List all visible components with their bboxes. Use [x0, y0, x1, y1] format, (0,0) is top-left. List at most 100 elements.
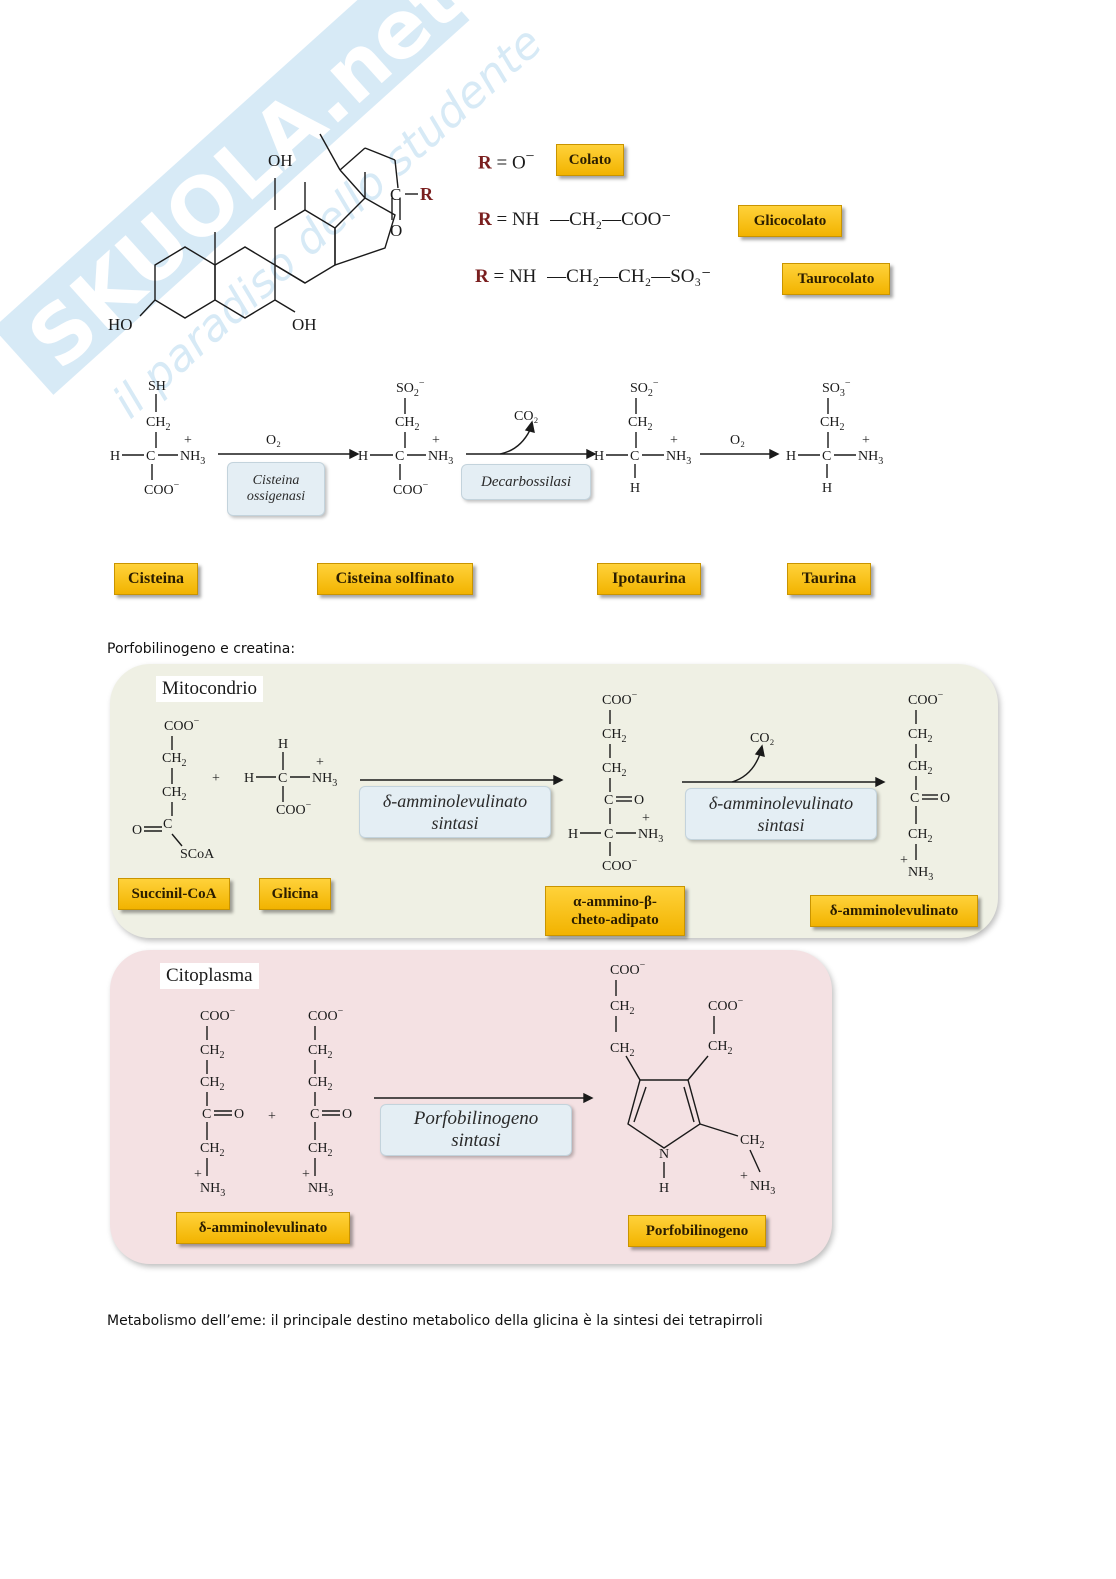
- enzyme-line2: sintasi: [757, 815, 805, 835]
- co2-label: CO₂: [514, 409, 538, 424]
- svg-text:CH2: CH2: [628, 415, 652, 433]
- tag-succinil-coa: Succinil-CoA: [118, 878, 230, 910]
- enzyme-cisteina-ossigenasi: Cisteina ossigenasi: [227, 462, 325, 516]
- svg-text:C: C: [278, 771, 287, 786]
- svg-text:C: C: [202, 1107, 211, 1122]
- enzyme-porfobilinogeno-sintasi: Porfobilinogeno sintasi: [380, 1104, 572, 1156]
- plus-sign: +: [268, 1109, 276, 1124]
- svg-text:H: H: [659, 1181, 669, 1196]
- svg-text:SCoA: SCoA: [180, 847, 215, 862]
- tag-porfobilinogeno: Porfobilinogeno: [628, 1215, 766, 1247]
- svg-text:CH2: CH2: [162, 751, 186, 769]
- svg-text:CH2: CH2: [200, 1043, 224, 1061]
- tag-line1: α-ammino-β-: [573, 894, 657, 910]
- svg-text:NH3: NH3: [308, 1181, 333, 1199]
- svg-text:O: O: [234, 1107, 244, 1122]
- svg-text:CH2: CH2: [200, 1075, 224, 1093]
- tag-ipotaurina: Ipotaurina: [597, 563, 701, 595]
- r-formula: = O: [496, 152, 526, 174]
- svg-text:COO−: COO−: [393, 480, 429, 498]
- svg-text:O: O: [634, 793, 644, 808]
- r-row-glicocolato: R = NH —CH₂—COO⁻: [478, 208, 671, 231]
- r-chain: —CH₂—CH₂—SO₃⁻: [547, 266, 712, 287]
- tag-glicocolato: Glicocolato: [738, 205, 842, 237]
- svg-text:H: H: [630, 481, 640, 496]
- svg-text:CH2: CH2: [708, 1039, 732, 1057]
- r-chain: —CH₂—COO⁻: [550, 209, 672, 230]
- svg-text:C: C: [604, 793, 613, 808]
- svg-text:+: +: [740, 1169, 748, 1184]
- o2-label-2: O₂: [730, 433, 745, 448]
- tag-taurina: Taurina: [787, 563, 871, 595]
- svg-text:C: C: [163, 817, 172, 832]
- enzyme-line1: Cisteina: [252, 473, 300, 488]
- plus-sign: +: [212, 771, 220, 786]
- enzyme-line2: sintasi: [451, 1130, 501, 1151]
- svg-text:CH2: CH2: [908, 727, 932, 745]
- carbonyl-o-label: O: [390, 221, 402, 240]
- enzyme-ala-sintasi-1: δ-amminolevulinato sintasi: [359, 786, 551, 838]
- svg-text:COO−: COO−: [610, 960, 646, 978]
- o2-label: O₂: [266, 433, 281, 448]
- svg-text:CH2: CH2: [308, 1075, 332, 1093]
- svg-text:+: +: [316, 755, 324, 770]
- svg-text:COO−: COO−: [602, 856, 638, 874]
- enzyme-ala-sintasi-2: δ-amminolevulinato sintasi: [685, 788, 877, 840]
- tag-delta-amminolevulinato-cito: δ-amminolevulinato: [176, 1212, 350, 1244]
- svg-text:H: H: [786, 449, 796, 464]
- svg-text:SO2−: SO2−: [630, 378, 659, 399]
- svg-text:H: H: [568, 827, 578, 842]
- svg-text:+: +: [432, 433, 440, 448]
- r-formula: = NH: [496, 209, 540, 230]
- r-group-label: R: [420, 184, 434, 204]
- citoplasma-label: Citoplasma: [160, 963, 259, 989]
- enzyme-line1: δ-amminolevulinato: [382, 791, 528, 811]
- watermark: SKUOLA.net il paradiso dello studente: [0, 0, 1116, 700]
- svg-text:CH2: CH2: [908, 827, 932, 845]
- svg-text:CH2: CH2: [602, 727, 626, 745]
- svg-text:SO3−: SO3−: [822, 378, 851, 399]
- tag-taurocolato: Taurocolato: [782, 263, 890, 295]
- tag-alpha-ammino-beta-cheto-adipato: α-ammino-β- cheto-adipato: [545, 886, 685, 936]
- carbonyl-c-label: C: [390, 185, 401, 204]
- enzyme-line1: δ-amminolevulinato: [708, 793, 854, 813]
- svg-text:CH2: CH2: [308, 1043, 332, 1061]
- svg-text:+: +: [670, 433, 678, 448]
- svg-text:+: +: [184, 433, 192, 448]
- svg-text:NH3: NH3: [666, 449, 691, 467]
- tag-cisteina: Cisteina: [114, 563, 198, 595]
- r-symbol: R: [475, 266, 489, 287]
- svg-text:COO−: COO−: [708, 996, 744, 1014]
- svg-text:NH3: NH3: [858, 449, 883, 467]
- svg-text:CH2: CH2: [610, 1041, 634, 1059]
- svg-text:SH: SH: [148, 379, 166, 394]
- svg-text:NH3: NH3: [428, 449, 453, 467]
- svg-text:COO−: COO−: [908, 690, 944, 708]
- enzyme-line1: Porfobilinogeno: [413, 1108, 539, 1129]
- section-title: Porfobilinogeno e creatina:: [107, 641, 296, 657]
- oh-bottom-label: OH: [292, 315, 317, 334]
- svg-text:CH2: CH2: [740, 1133, 764, 1151]
- svg-text:C: C: [604, 827, 613, 842]
- svg-text:O: O: [132, 823, 142, 838]
- svg-text:NH3: NH3: [312, 771, 337, 789]
- enzyme-line2: sintasi: [431, 813, 479, 833]
- taurine-pathway: SH CH2 H C NH3+ COO− O₂ SO2− CH2 H C NH3…: [110, 378, 883, 498]
- svg-text:COO−: COO−: [276, 800, 312, 818]
- svg-text:CH2: CH2: [820, 415, 844, 433]
- svg-text:CH2: CH2: [162, 785, 186, 803]
- caption: Metabolismo dell’eme: il principale dest…: [107, 1313, 763, 1329]
- cholic-acid-structure: OH HO OH C O R: [108, 133, 434, 334]
- svg-text:COO−: COO−: [308, 1006, 344, 1024]
- r-row-colato: R = O−: [478, 148, 535, 174]
- svg-text:N: N: [659, 1147, 669, 1162]
- watermark-logo: SKUOLA.net il paradiso dello studente: [0, 0, 552, 428]
- svg-text:+: +: [862, 433, 870, 448]
- svg-text:NH3: NH3: [200, 1181, 225, 1199]
- svg-text:C: C: [395, 449, 404, 464]
- r-symbol: R: [478, 152, 492, 174]
- svg-text:NH3: NH3: [750, 1179, 775, 1197]
- svg-text:COO−: COO−: [602, 690, 638, 708]
- r-formula: = NH: [493, 266, 537, 287]
